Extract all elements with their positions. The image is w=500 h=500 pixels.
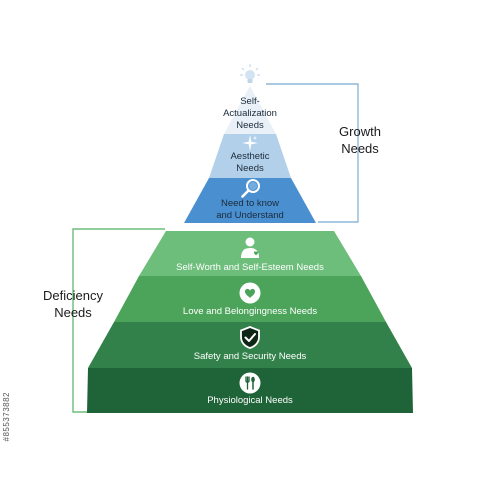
- sparkle-icon: [241, 134, 259, 152]
- tier-love-label: Love and Belongingness Needs: [182, 306, 318, 317]
- growth-needs-label: Growth Needs: [339, 124, 381, 156]
- tier-know-understand-shape: [184, 178, 316, 223]
- heart-icon: [239, 282, 261, 304]
- fork-spoon-icon: [239, 372, 261, 394]
- tier-self-actualization-label: Self- Actualization Needs: [223, 96, 277, 131]
- growth-bracket: [266, 83, 359, 223]
- lightbulb-icon: [240, 64, 260, 86]
- deficiency-bracket: [72, 228, 165, 413]
- shield-check-icon: [240, 326, 260, 349]
- stock-id-watermark: #855373882: [2, 392, 11, 442]
- tier-safety-label: Safety and Security Needs: [193, 351, 307, 362]
- tier-aesthetic-shape: [209, 134, 291, 178]
- person-heart-icon: [240, 237, 260, 258]
- tier-self-actualization-shape: [224, 86, 276, 134]
- magnifier-icon: [240, 178, 262, 198]
- tier-physiological-label: Physiological Needs: [207, 395, 293, 406]
- tier-know-understand-label: Need to know and Understand: [216, 198, 284, 221]
- deficiency-needs-label: Deficiency Needs: [43, 288, 103, 320]
- tier-aesthetic-label: Aesthetic Needs: [230, 151, 270, 174]
- tier-self-esteem-label: Self-Worth and Self-Esteem Needs: [176, 262, 324, 273]
